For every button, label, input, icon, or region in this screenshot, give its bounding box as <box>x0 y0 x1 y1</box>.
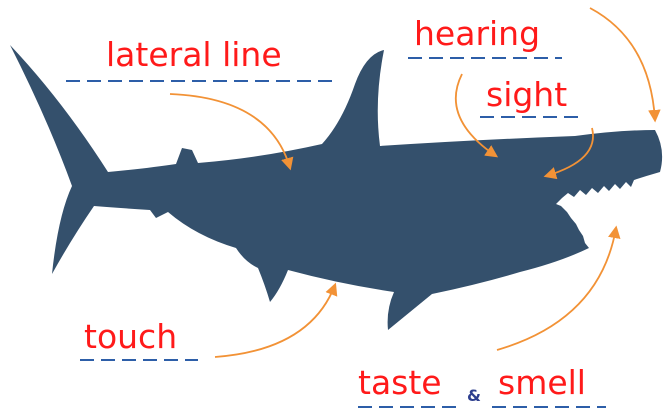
smell-label: smell <box>498 366 586 399</box>
touch-label: touch <box>84 320 177 353</box>
lateral-line-label: lateral line <box>106 38 282 71</box>
hearing-label: hearing <box>414 17 540 50</box>
top-arrow <box>590 8 655 120</box>
ampersand-label: & <box>467 388 481 404</box>
taste-label: taste <box>358 366 442 399</box>
touch-arrow <box>215 285 335 357</box>
sight-label: sight <box>486 78 567 111</box>
